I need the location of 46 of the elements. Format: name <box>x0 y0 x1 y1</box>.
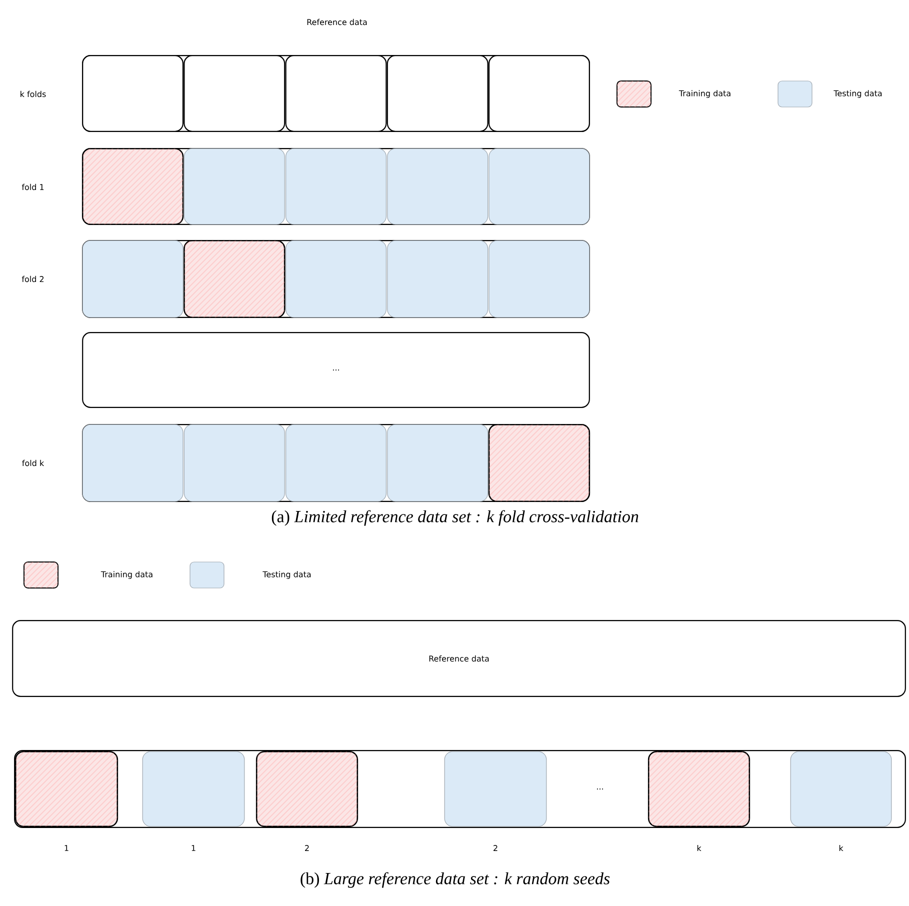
testing-cell <box>286 240 386 318</box>
data-box: ... <box>82 332 590 408</box>
testing-cell <box>444 751 547 827</box>
legend-label: Testing data <box>834 90 882 98</box>
legend-label: Training data <box>100 571 152 579</box>
heading: Reference data <box>307 18 367 26</box>
testing-cell <box>488 240 590 318</box>
training-cell <box>184 240 286 318</box>
training-cell <box>256 750 358 828</box>
testing-cell <box>82 424 184 502</box>
seed-number: 1 <box>64 845 68 851</box>
caption: (b) Large reference data set : k random seeds <box>300 872 610 888</box>
data-box: Reference data <box>12 620 906 697</box>
row-label: fold 1 <box>22 184 44 190</box>
legend-label: Testing data <box>262 571 311 579</box>
testing-cell <box>286 424 386 502</box>
testing-cell <box>387 424 488 502</box>
training-cell <box>648 750 750 828</box>
training-cell <box>14 750 118 828</box>
training-cell <box>82 148 184 226</box>
seed-number: 1 <box>192 845 196 851</box>
testing-cell <box>488 148 590 225</box>
testing-cell <box>184 148 285 225</box>
seed-number: k <box>697 844 702 852</box>
legend-label: Training data <box>678 90 730 98</box>
testing-cell <box>387 240 488 318</box>
fold-cell <box>285 55 387 132</box>
fold-cell <box>386 55 488 132</box>
testing-cell <box>184 424 285 502</box>
seed-number: k <box>839 844 844 852</box>
testing-cell <box>286 148 386 225</box>
row-label: k folds <box>20 90 46 98</box>
fold-cell <box>488 55 590 132</box>
training-cell <box>488 424 590 502</box>
testing-cell <box>387 148 488 225</box>
fold-cell <box>184 55 286 132</box>
ellipsis-text: ... <box>597 788 603 790</box>
seed-number: 2 <box>494 845 498 851</box>
row-label: fold k <box>22 460 44 466</box>
fold-cell <box>82 55 184 132</box>
seed-number: 2 <box>305 845 309 851</box>
testing-cell <box>142 751 245 827</box>
testing-cell <box>82 240 184 318</box>
testing-cell <box>790 751 892 827</box>
caption: (a) Limited reference data set : k fold cross-validation <box>272 510 638 526</box>
row-label: fold 2 <box>22 276 44 282</box>
